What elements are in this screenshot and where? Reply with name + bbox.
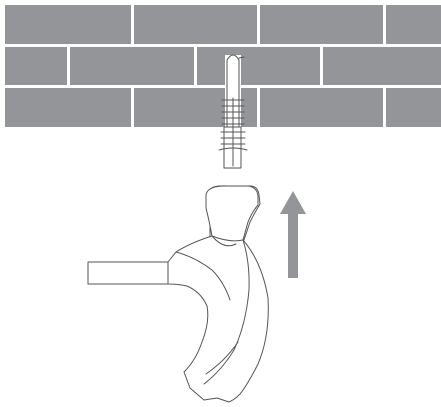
- plug-flag: [238, 56, 245, 59]
- arrow-shaft: [288, 212, 298, 278]
- plug-collar: [218, 147, 248, 151]
- mortar-joint: [131, 5, 134, 45]
- plug-tip: [226, 54, 240, 61]
- wall-background: [5, 5, 441, 127]
- mortar-joint: [320, 46, 323, 86]
- mortar-joint: [131, 87, 134, 127]
- mortar-joint: [257, 87, 260, 127]
- mortar-joint: [257, 5, 260, 45]
- body-contour: [175, 251, 231, 301]
- hammer-head-icon: [87, 185, 269, 403]
- up-arrow-icon: [280, 191, 306, 278]
- drilled-hole: [225, 55, 241, 127]
- neck-line: [211, 235, 237, 247]
- mortar-joint: [383, 87, 386, 127]
- hammer-body: [167, 235, 269, 403]
- mortar-joint: [194, 46, 197, 86]
- mortar-joint: [67, 46, 70, 86]
- hammer-neck: [205, 185, 259, 242]
- mortar-line: [5, 85, 441, 88]
- mortar-line: [5, 44, 441, 47]
- claw-inner-line: [203, 239, 250, 385]
- brick-wall-icon: [5, 5, 441, 127]
- claw-slit: [205, 341, 239, 375]
- wall-plug-icon: [218, 54, 248, 169]
- mortar-joint: [383, 5, 386, 45]
- plug-ribs-lower: [220, 131, 246, 145]
- hammer-handle: [87, 261, 169, 285]
- arrow-head: [280, 191, 306, 214]
